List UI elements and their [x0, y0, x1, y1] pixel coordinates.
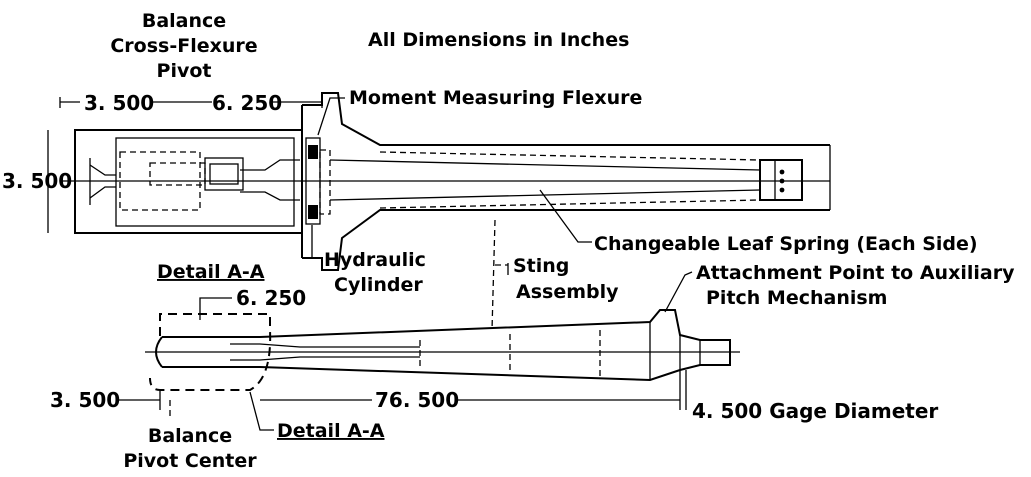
- dimension-lines: [47, 97, 693, 431]
- attachment-label-2: Pitch Mechanism: [706, 287, 887, 309]
- dim-76500: 76. 500: [375, 388, 459, 412]
- sting-label-1: Sting: [513, 255, 569, 277]
- hydraulic-label-2: Cylinder: [334, 274, 423, 296]
- sting-label-2: Assembly: [516, 281, 619, 303]
- attachment-label-1: Attachment Point to Auxiliary: [696, 262, 1015, 284]
- moment-flexure-label: Moment Measuring Flexure: [349, 87, 642, 109]
- detail-a-a-bottom-label: Detail A-A: [277, 420, 385, 442]
- pivot-center-label-2: Pivot Center: [123, 450, 257, 472]
- dim-3500-top: 3. 500: [84, 91, 154, 115]
- balance-pivot-label-2: Cross-Flexure: [110, 35, 257, 57]
- detail-a-a-view: [60, 92, 831, 271]
- sting-assembly-view: [145, 309, 740, 391]
- balance-pivot-label-1: Balance: [142, 10, 226, 32]
- dim-6250-top: 6. 250: [212, 91, 282, 115]
- drawing-title: All Dimensions in Inches: [368, 29, 629, 51]
- hydraulic-label-1: Hydraulic: [324, 249, 426, 271]
- pivot-center-label-1: Balance: [148, 425, 232, 447]
- balance-pivot-label-3: Pivot: [157, 60, 212, 82]
- dim-3500-bottom: 3. 500: [50, 388, 120, 412]
- leaf-spring-label: Changeable Leaf Spring (Each Side): [594, 233, 978, 255]
- annotations: All Dimensions in Inches Balance Cross-F…: [2, 10, 1015, 472]
- dim-4500-gage-diameter: 4. 500 Gage Diameter: [692, 399, 938, 423]
- dim-3500-left: 3. 500: [2, 169, 72, 193]
- detail-a-a-top-label: Detail A-A: [157, 261, 265, 283]
- dim-6250-bottom: 6. 250: [236, 286, 306, 310]
